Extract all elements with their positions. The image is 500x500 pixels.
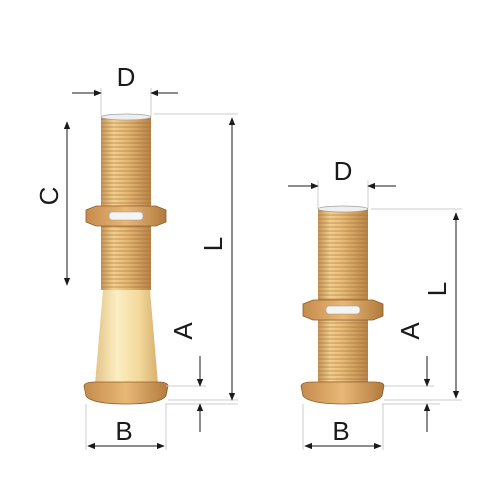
- right-tube-opening: [317, 205, 369, 213]
- right-l-label: L: [422, 282, 452, 296]
- right-a-label: A: [395, 322, 425, 340]
- left-washer: [108, 211, 144, 221]
- left-fitting: [83, 113, 169, 405]
- right-fitting: [300, 205, 385, 405]
- right-washer: [325, 305, 361, 315]
- left-tube-opening: [100, 113, 152, 121]
- right-b-label: B: [332, 416, 349, 446]
- left-d-label: D: [117, 62, 136, 92]
- right-d-label: D: [334, 156, 353, 186]
- left-c-label: C: [34, 187, 64, 206]
- right-dimensions: D L A B: [288, 156, 462, 450]
- left-l-label: L: [198, 237, 228, 251]
- left-a-label: A: [168, 322, 198, 340]
- right-flange: [300, 381, 385, 405]
- left-b-label: B: [115, 416, 132, 446]
- left-dimensions: D C L A B: [34, 62, 238, 450]
- left-tube-smooth: [95, 290, 158, 384]
- left-flange: [83, 381, 169, 405]
